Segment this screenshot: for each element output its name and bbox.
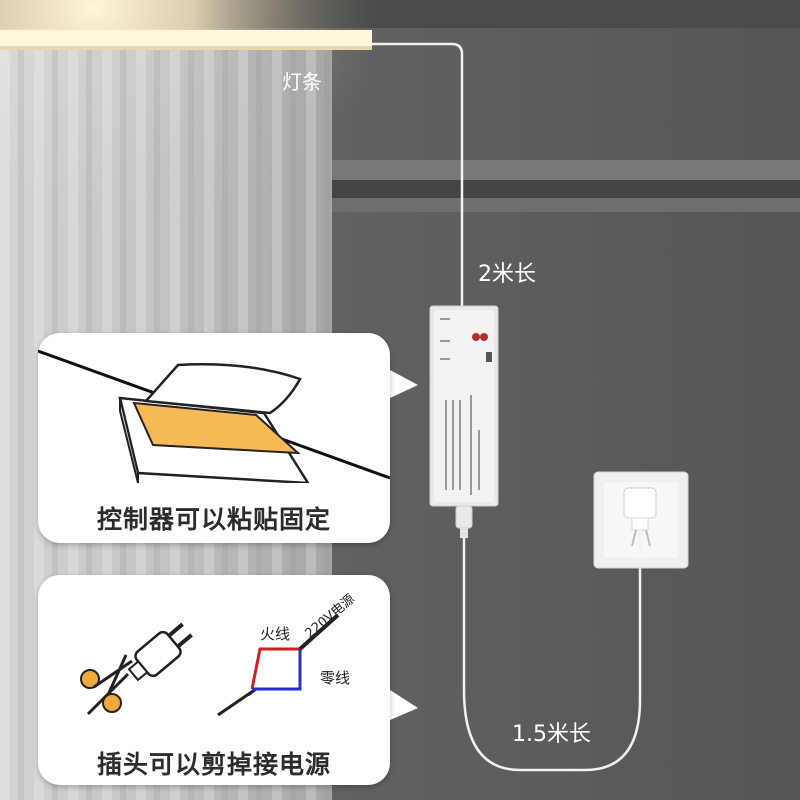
light-strip-label: 灯条 <box>282 70 322 94</box>
info-card-adhesive: 控制器可以粘贴固定 <box>38 333 390 543</box>
adhesive-caption: 控制器可以粘贴固定 <box>96 505 331 534</box>
live-wire-label: 火线 <box>260 625 291 643</box>
wiring-diagram <box>217 613 340 717</box>
cable-length-bottom-label: 1.5米长 <box>512 722 591 747</box>
neutral-wire-label: 零线 <box>320 669 351 687</box>
info-card-wiring: 火线 零线 220V电源 插头可以剪掉接电源 <box>38 575 390 785</box>
wiring-caption: 插头可以剪掉接电源 <box>96 750 331 779</box>
adhesive-tape-illustration <box>38 349 390 483</box>
plug-scissors-icon <box>80 622 193 716</box>
cable-length-top-label: 2米长 <box>478 262 536 287</box>
